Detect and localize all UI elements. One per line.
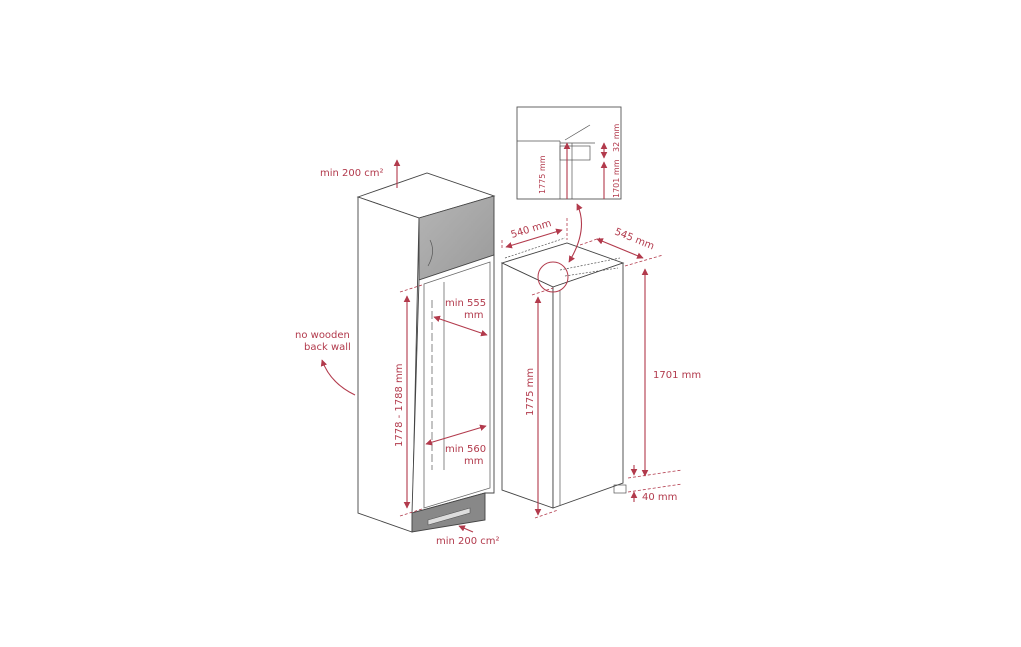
min-555-arrow [433, 315, 488, 337]
depth-545-arrow [596, 238, 644, 259]
min-555-label-2: mm [464, 310, 483, 321]
cabinet-door-handle [427, 239, 433, 267]
no-back-wall-label-1: no wooden [295, 330, 350, 341]
detail-inset: 1775 mm 1701 mm 32 mm [516, 106, 622, 263]
no-back-wall-label-2: back wall [304, 342, 351, 353]
min-560-label-2: mm [464, 456, 483, 467]
vent-bottom-arrow [458, 525, 474, 533]
inset-32-label: 32 mm [612, 123, 621, 152]
width-540-arrow [505, 228, 563, 249]
inset-1775-label: 1775 mm [538, 155, 547, 194]
min-560-label-1: min 560 [445, 444, 486, 455]
min-560-arrow [425, 424, 487, 446]
cabinet-dimensions: min 200 cm² no wooden back wall 1778 - 1… [295, 159, 500, 547]
vent-top-label: min 200 cm² [320, 168, 384, 179]
back-wall-arrow [320, 359, 356, 396]
fridge-hinge [613, 484, 627, 494]
height-1775-label: 1775 mm [525, 368, 536, 416]
vent-bottom-label: min 200 cm² [436, 536, 500, 547]
fridge-front [552, 262, 624, 509]
niche-height-label: 1778 - 1788 mm [394, 363, 405, 447]
min-555-label-1: min 555 [445, 298, 486, 309]
height-1701-label: 1701 mm [653, 370, 701, 381]
detail-link-arrow [568, 203, 583, 263]
fridge [500, 237, 627, 509]
inset-1701-label: 1701 mm [612, 159, 621, 198]
gap-40-label: 40 mm [642, 492, 677, 503]
kitchen-cabinet [356, 172, 496, 533]
width-540-label: 540 mm [510, 218, 553, 241]
detail-circle [537, 261, 569, 293]
cabinet-side [357, 196, 420, 533]
fridge-dimensions: 540 mm 545 mm 1775 mm 1701 mm 40 mm [501, 218, 701, 519]
